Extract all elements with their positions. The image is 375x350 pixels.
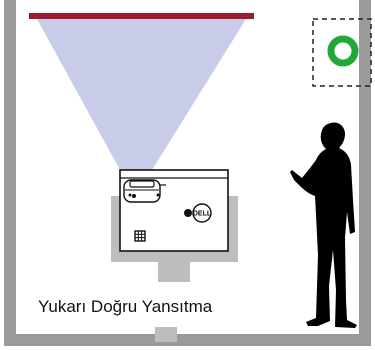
diagram-caption: Yukarı Doğru Yansıtma [38, 297, 213, 316]
projection-screen [29, 13, 254, 19]
dell-logo-icon: DELL [192, 203, 212, 223]
projector-icon: DELL [119, 169, 229, 252]
person-silhouette-icon [290, 122, 357, 328]
indicator-box [312, 18, 372, 87]
projection-beam [37, 19, 246, 170]
mount-foot [155, 327, 177, 342]
mount-stem [158, 262, 190, 282]
svg-text:DELL: DELL [193, 211, 212, 218]
keypad-icon [134, 230, 146, 242]
ok-circle-icon [327, 35, 359, 67]
